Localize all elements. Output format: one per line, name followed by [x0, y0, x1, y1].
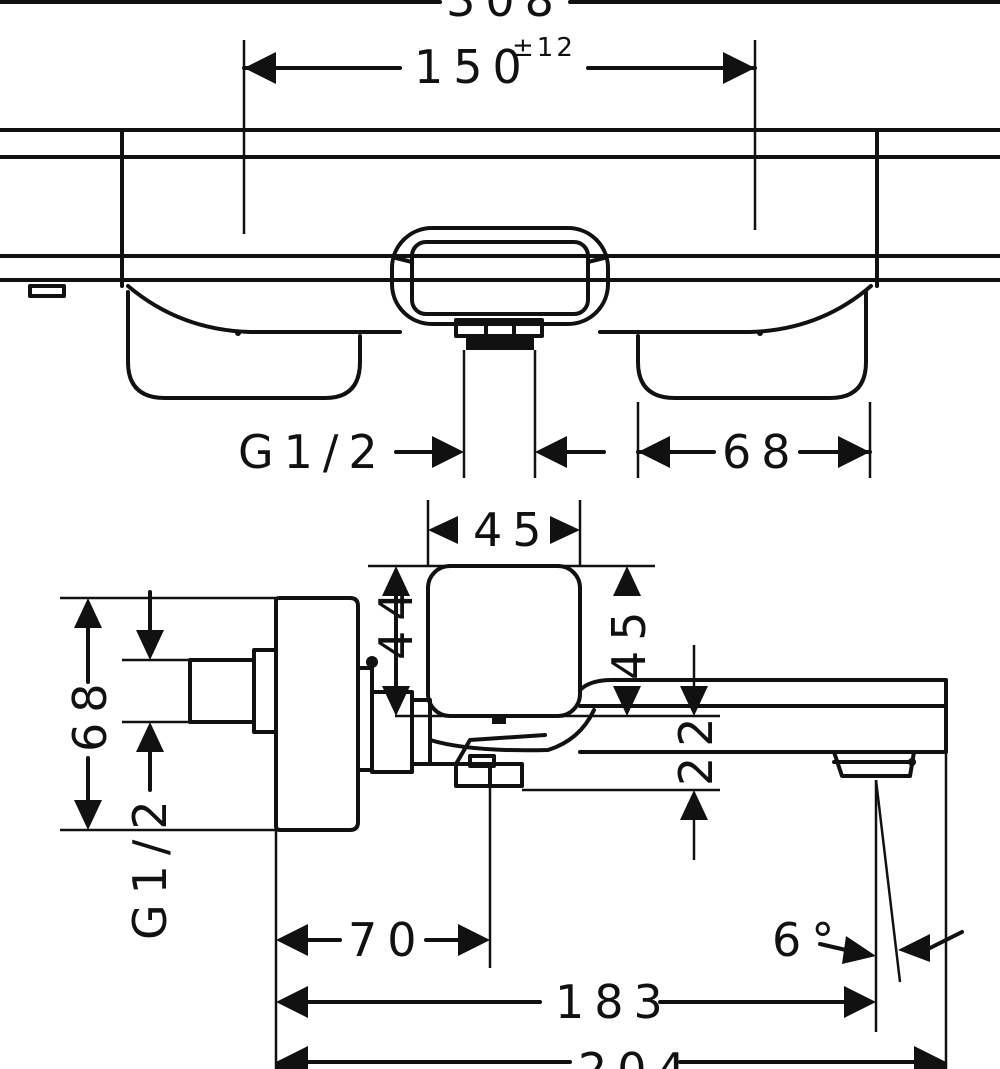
- dim-70-label: 70: [348, 913, 427, 967]
- dim-22: 22: [522, 645, 723, 860]
- dim-183: 183: [276, 975, 876, 1029]
- dim-150-label: 150: [414, 40, 532, 94]
- dim-g12-side: G1/2: [122, 590, 190, 940]
- center-control: [390, 226, 610, 478]
- dim-45-height-label: 45: [602, 601, 656, 680]
- dim-183-label: 183: [555, 975, 673, 1029]
- side-control-box: [426, 564, 582, 718]
- top-view: 308 150 ±12: [0, 0, 1000, 479]
- dim-68-side: 68: [60, 596, 276, 832]
- dim-68-top: 68: [636, 402, 872, 479]
- inlet-stub: [188, 648, 278, 734]
- dim-308-label: 308: [446, 0, 564, 27]
- dim-68-side-label: 68: [63, 673, 117, 752]
- dim-angle: 6°: [772, 913, 964, 967]
- dim-204-label: 204: [578, 1043, 696, 1069]
- left-handle: [126, 290, 362, 400]
- dim-22-label: 22: [669, 707, 723, 786]
- dim-g12-top-label: G1/2: [238, 425, 388, 479]
- dim-g12-side-label: G1/2: [123, 790, 177, 940]
- wall-plate: [274, 596, 360, 832]
- dim-44: 44: [369, 566, 423, 716]
- dim-150: 150 ±12: [242, 33, 757, 234]
- dim-204: 204: [276, 1043, 946, 1069]
- dim-150-tolerance: ±12: [512, 33, 576, 63]
- dim-68-top-label: 68: [722, 425, 801, 479]
- dim-45-width: 45: [426, 500, 582, 566]
- side-view: 45 44 45: [60, 500, 964, 1069]
- right-handle: [636, 290, 868, 400]
- dim-44-label: 44: [369, 581, 423, 660]
- dim-70: 70: [276, 913, 490, 967]
- dim-45-width-label: 45: [473, 503, 552, 557]
- spout: [428, 678, 948, 788]
- body-connector: [356, 656, 432, 774]
- dim-angle-label: 6°: [772, 913, 844, 967]
- dim-308: 308: [0, 0, 1000, 27]
- mixer-body-top: [0, 128, 1000, 336]
- dim-g12-top: G1/2: [238, 425, 606, 479]
- dim-45-height: 45: [602, 566, 656, 716]
